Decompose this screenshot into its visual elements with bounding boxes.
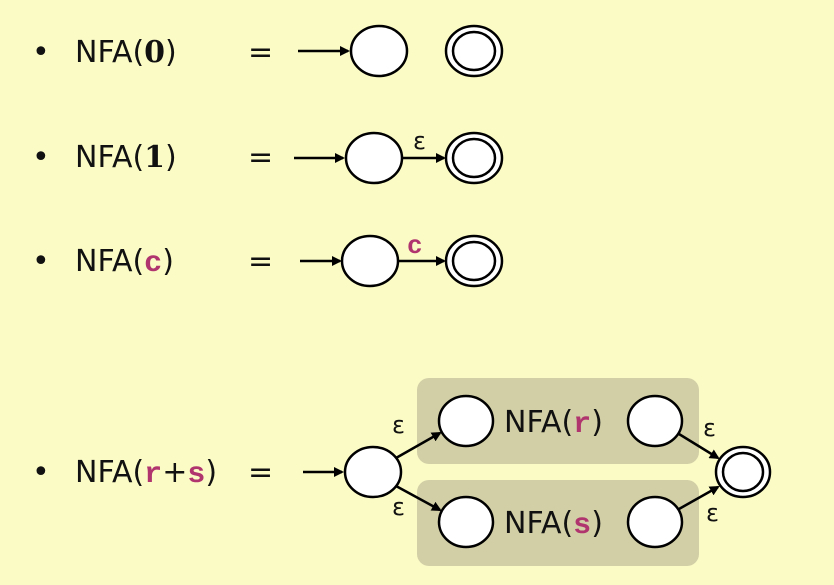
accept-state-inner <box>451 240 497 282</box>
row-nfa-c: • NFA(c) = c <box>32 231 504 288</box>
start-state <box>349 24 409 78</box>
epsilon-label: ε <box>706 499 719 527</box>
epsilon-label: ε <box>703 414 716 442</box>
start-state <box>344 131 404 185</box>
equals-sign: = <box>248 455 273 490</box>
epsilon-label: ε <box>392 493 405 521</box>
epsilon-label: ε <box>392 411 405 439</box>
start-state <box>343 445 403 499</box>
epsilon-edge-from-s <box>678 485 720 511</box>
epsilon-edge-from-r <box>678 432 720 460</box>
bullet: • <box>32 244 50 279</box>
row-label: NFA(c) <box>75 244 174 281</box>
nfa-s-start-state <box>437 495 495 549</box>
nfa-s-end-state <box>626 495 684 549</box>
epsilon-edge-to-r <box>395 431 442 460</box>
nfa-r-label: NFA(r) <box>504 405 603 442</box>
equals-sign: = <box>248 35 273 70</box>
row-nfa-1: • NFA(1) = ε <box>32 127 504 185</box>
accept-state-inner <box>451 137 497 179</box>
accept-state-inner <box>721 451 765 493</box>
row-label: NFA(r+s) <box>75 455 217 492</box>
nfa-r-end-state <box>626 394 684 448</box>
epsilon-edge-to-s <box>395 484 442 512</box>
nfa-r-start-state <box>437 394 495 448</box>
bullet: • <box>32 140 50 175</box>
bullet: • <box>32 455 50 490</box>
nfa-s-label: NFA(s) <box>504 506 603 543</box>
accept-state-inner <box>451 30 497 72</box>
start-state <box>340 234 400 288</box>
nfa-r-box <box>417 378 699 464</box>
epsilon-label: ε <box>413 127 426 155</box>
bullet: • <box>32 35 50 70</box>
row-nfa-r-plus-s: • NFA(r+s) = ε ε NFA(r) NFA(s) ε ε <box>32 378 772 566</box>
row-label: NFA(1) <box>75 140 177 175</box>
equals-sign: = <box>248 244 273 279</box>
char-label: c <box>407 231 423 261</box>
nfa-s-box <box>417 480 699 566</box>
equals-sign: = <box>248 140 273 175</box>
row-label: NFA(0) <box>75 35 177 70</box>
row-nfa-0: • NFA(0) = <box>32 24 504 78</box>
